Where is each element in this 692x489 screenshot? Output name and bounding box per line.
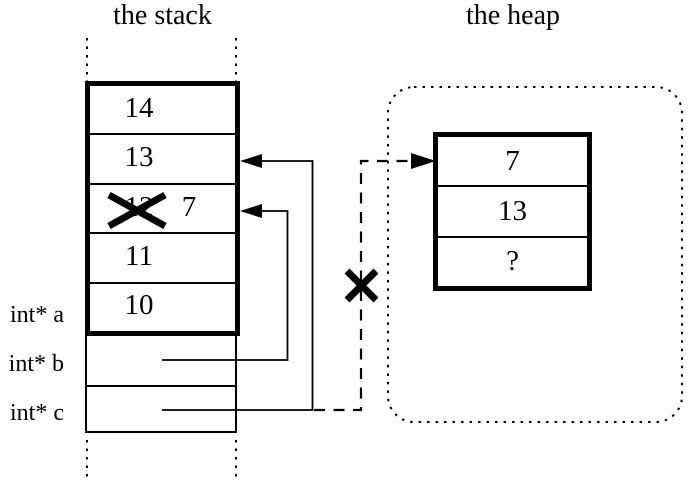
heap-cell: ? <box>438 235 587 286</box>
label-int-a: int* a <box>10 302 64 328</box>
dangling-pointer-x-icon <box>344 268 379 303</box>
dangling-pointer-line <box>314 159 409 412</box>
pointer-cell-c <box>87 387 235 431</box>
stack-cell-value: 14 <box>124 91 154 124</box>
heap-allocation-box: 7 13 ? <box>433 132 592 291</box>
pointer-c-arrowhead-icon <box>240 154 262 168</box>
stack-cell-value: 13 <box>124 141 154 174</box>
label-int-b: int* b <box>8 351 64 377</box>
stack-cell: 11 <box>90 232 235 281</box>
pointer-cell-b <box>87 336 235 387</box>
pointer-b-arrowhead-icon <box>240 204 262 218</box>
label-int-c: int* c <box>10 400 64 426</box>
stack-cell-value: 11 <box>125 240 153 273</box>
stack-title: the stack <box>113 0 212 31</box>
stack-cell-value: 10 <box>124 289 154 322</box>
stack-cell-old-value: 12 <box>124 190 154 223</box>
heap-title: the heap <box>465 0 561 31</box>
stack-cell: 13 <box>90 133 235 182</box>
heap-cell: 7 <box>505 144 520 177</box>
pointer-variable-cells <box>85 336 237 433</box>
stack-cell-overwritten: 12 7 <box>90 182 235 232</box>
stack-frame-box: 14 13 12 7 11 10 <box>85 81 240 336</box>
heap-cell: 13 <box>438 185 587 235</box>
stack-cell: 10 <box>90 281 235 331</box>
stack-cell-new-value: 7 <box>181 190 197 223</box>
stack-cell: 14 <box>90 86 235 133</box>
